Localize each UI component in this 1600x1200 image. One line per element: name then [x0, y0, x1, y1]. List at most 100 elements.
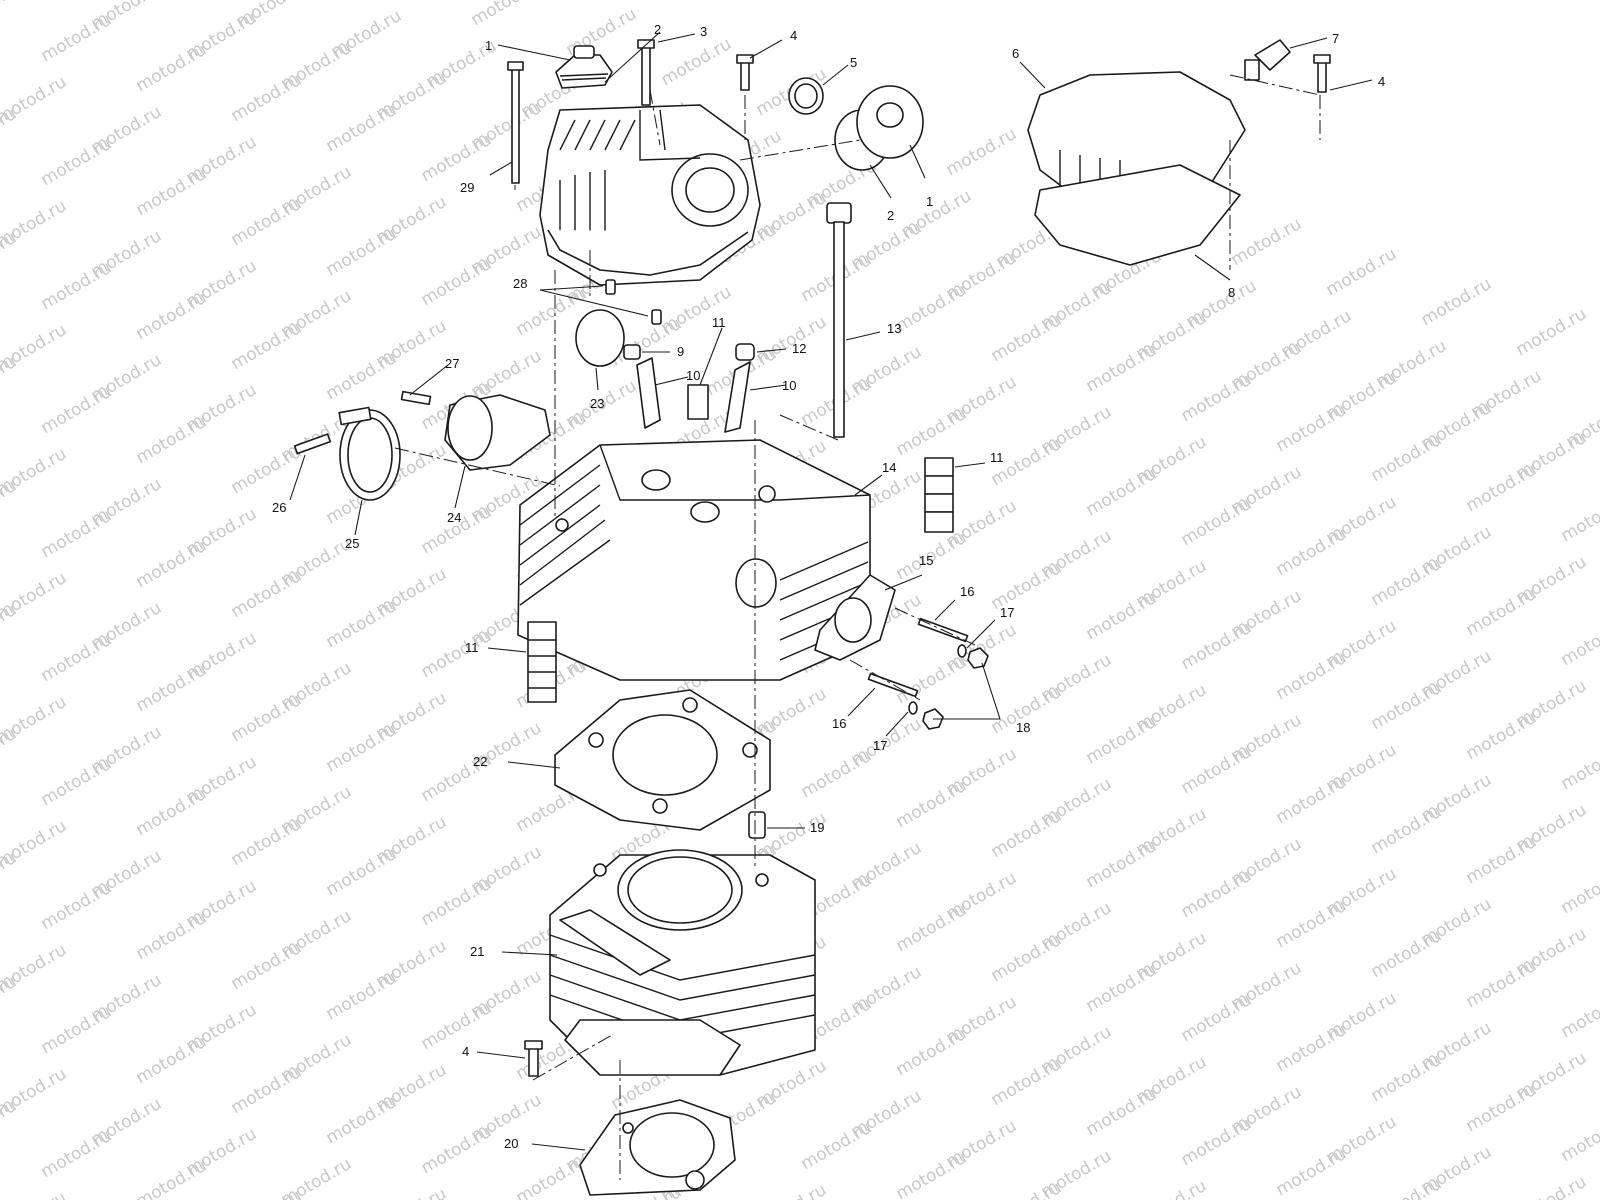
side-caps	[788, 77, 924, 171]
lower-bolt	[524, 1040, 543, 1077]
top-cap-parts	[555, 45, 613, 89]
watermark-text: motod.ru	[1463, 708, 1541, 764]
watermark-text: motod.ru	[1133, 1176, 1211, 1200]
watermark-text: motod.ru	[133, 908, 211, 964]
watermark-text: motod.ru	[1178, 618, 1256, 674]
callout-28: 28	[513, 276, 527, 291]
callout-17: 17	[873, 738, 887, 753]
watermark-text: motod.ru	[1368, 554, 1446, 610]
watermark-text: motod.ru	[468, 0, 546, 30]
callout-23: 23	[590, 396, 604, 411]
watermark-text: motod.ru	[1558, 862, 1600, 918]
watermark-text: motod.ru	[893, 1148, 971, 1200]
watermark-text: motod.ru	[38, 1126, 116, 1182]
watermark-text: motod.ru	[418, 874, 496, 930]
callout-4: 4	[1378, 74, 1385, 89]
callout-22: 22	[473, 754, 487, 769]
watermark-text: motod.ru	[418, 626, 496, 682]
watermark-text: motod.ru	[1083, 712, 1161, 768]
shim-blocks	[527, 457, 954, 703]
callout-9: 9	[677, 344, 684, 359]
valve-cover	[1027, 39, 1331, 266]
callout-6: 6	[1012, 46, 1019, 61]
watermark-text: motod.ru	[753, 1180, 831, 1200]
watermark-text: motod.ru	[893, 1024, 971, 1080]
watermark-text: motod.ru	[133, 40, 211, 96]
watermark-text: motod.ru	[1273, 400, 1351, 456]
watermark-text: motod.ru	[323, 1092, 401, 1148]
watermark-text: motod.ru	[1513, 1172, 1591, 1200]
watermark-text: motod.ru	[798, 1118, 876, 1174]
callout-labels: 1 2 3 4 5 1 2 6 7 4 8 29 28 23 9 11 10 1…	[272, 22, 1385, 1151]
callout-3: 3	[700, 24, 707, 39]
watermark-text: motod.ru	[228, 1062, 306, 1118]
watermark-text: motod.ru	[418, 1122, 496, 1178]
watermark-text: motod.ru	[133, 164, 211, 220]
watermark-text: motod.ru	[1368, 1050, 1446, 1106]
watermark-text: motod.ru	[1273, 1020, 1351, 1076]
watermark-text: motod.ru	[1083, 464, 1161, 520]
watermark-text: motod.ru	[228, 938, 306, 994]
watermark-text: motod.ru	[1368, 430, 1446, 486]
callout-2: 2	[654, 22, 661, 37]
watermark-text: motod.ru	[418, 998, 496, 1054]
watermark-text: motod.ru	[1323, 244, 1401, 300]
watermark-text: motod.ru	[1558, 986, 1600, 1042]
leader-lines	[289, 31, 1373, 1151]
watermark-text: motod.ru	[1273, 772, 1351, 828]
watermark-text: motod.ru	[1368, 802, 1446, 858]
callout-11: 11	[712, 315, 726, 330]
callout-18: 18	[1016, 720, 1030, 735]
watermark-text: motod.ru	[323, 348, 401, 404]
callout-1: 1	[485, 38, 492, 53]
watermark-text: motod.ru	[1273, 648, 1351, 704]
watermark-text: motod.ru	[1178, 370, 1256, 426]
watermark-text: motod.ru	[323, 844, 401, 900]
watermark-text: motod.ru	[133, 784, 211, 840]
callout-2: 2	[887, 208, 894, 223]
watermark-text: motod.ru	[893, 652, 971, 708]
watermark-text: motod.ru	[323, 596, 401, 652]
watermark-text: motod.ru	[893, 404, 971, 460]
watermark-text: motod.ru	[1083, 960, 1161, 1016]
watermark-text: motod.ru	[323, 100, 401, 156]
watermark-text: motod.ru	[1083, 588, 1161, 644]
callout-12: 12	[792, 341, 806, 356]
watermark-text: motod.ru	[988, 806, 1066, 862]
watermark-text: motod.ru	[1463, 956, 1541, 1012]
callout-24: 24	[447, 510, 461, 525]
watermark-text: motod.ru	[323, 720, 401, 776]
callout-29: 29	[460, 180, 474, 195]
watermark-text: motod.ru	[38, 754, 116, 810]
watermark-text: motod.ru	[133, 1032, 211, 1088]
watermark-text: motod.ru	[1418, 274, 1496, 330]
watermark-text: motod.ru	[1368, 678, 1446, 734]
watermark-text: motod.ru	[988, 930, 1066, 986]
intake-parts	[293, 390, 551, 501]
callout-27: 27	[445, 356, 459, 371]
watermark-text: motod.ru	[1368, 926, 1446, 982]
watermark-text: motod.ru	[893, 280, 971, 336]
watermark-text: motod.ru	[418, 130, 496, 186]
watermark-text: motod.ru	[323, 224, 401, 280]
watermark-text: motod.ru	[0, 0, 20, 36]
watermark-text: motod.ru	[1178, 742, 1256, 798]
watermark-text: motod.ru	[38, 134, 116, 190]
callout-20: 20	[504, 1136, 518, 1151]
watermark-text: motod.ru	[418, 254, 496, 310]
watermark-text: motod.ru	[893, 776, 971, 832]
watermark-text: motod.ru	[1558, 490, 1600, 546]
watermark-text: motod.ru	[1513, 304, 1591, 360]
callout-16: 16	[960, 584, 974, 599]
watermark-text: motod.ru	[373, 1184, 451, 1200]
watermark-text: motod.ru	[1368, 1174, 1446, 1200]
watermark-text: motod.ru	[1273, 1144, 1351, 1200]
watermark-text: motod.ru	[1273, 896, 1351, 952]
watermark-text: motod.ru	[38, 1002, 116, 1058]
watermark-text: motod.ru	[1558, 614, 1600, 670]
callout-8: 8	[1228, 285, 1235, 300]
watermark-text: motod.ru	[798, 746, 876, 802]
callout-10: 10	[686, 368, 700, 383]
callout-5: 5	[850, 55, 857, 70]
